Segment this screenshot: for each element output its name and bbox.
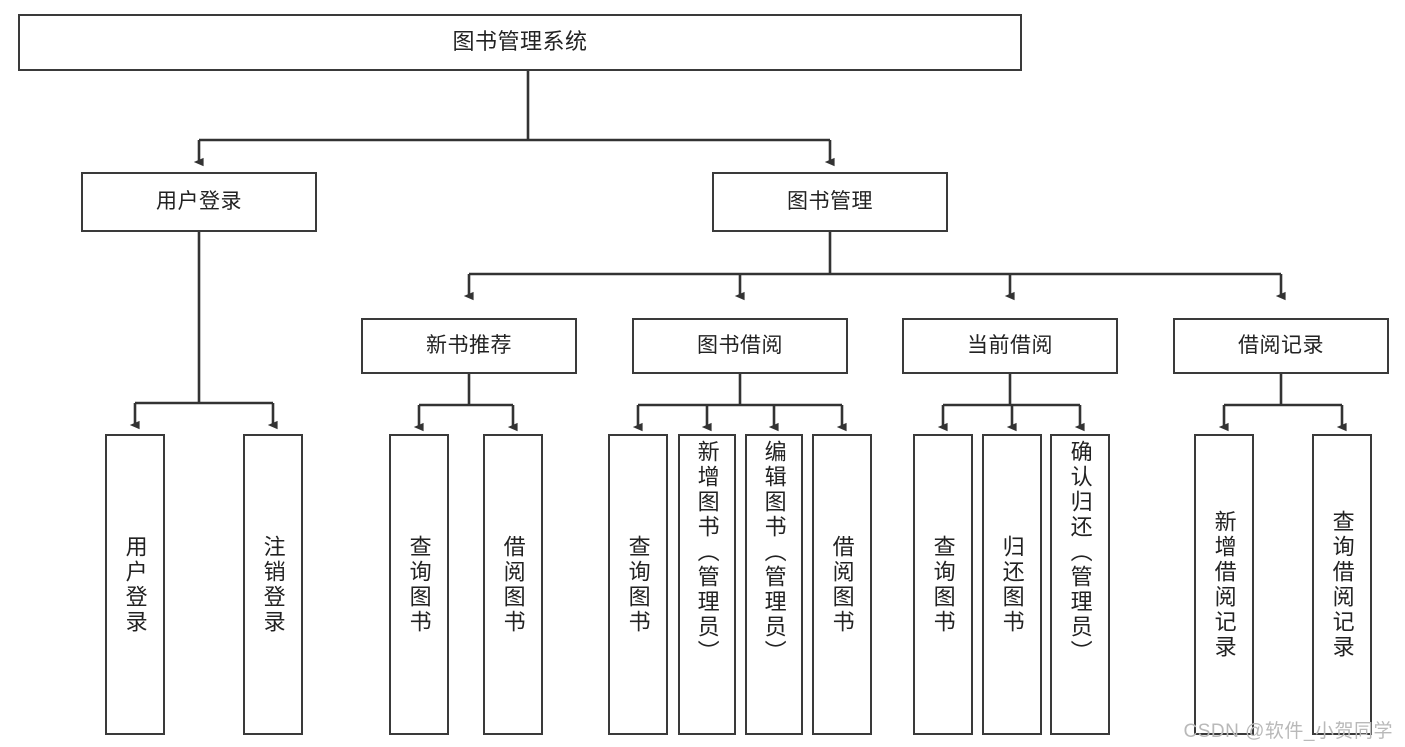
- node-new-book-recommend-label: 新书推荐: [426, 334, 512, 358]
- node-leaf-logout-label: 注销登录: [260, 534, 286, 635]
- node-book-manage[interactable]: 图书管理: [712, 172, 948, 232]
- node-borrow-record-label: 借阅记录: [1238, 334, 1324, 358]
- node-leaf-confirm-return[interactable]: 确认归还（管理员）: [1050, 434, 1110, 735]
- watermark-text: CSDN @软件_小贺同学: [1183, 721, 1393, 742]
- node-leaf-query-book-2-label: 查询图书: [625, 534, 651, 635]
- node-leaf-borrow-book-2-label: 借阅图书: [829, 534, 855, 635]
- node-leaf-add-record-label: 新增借阅记录: [1211, 509, 1237, 660]
- node-leaf-borrow-book-1[interactable]: 借阅图书: [483, 434, 543, 735]
- node-leaf-query-book-1[interactable]: 查询图书: [389, 434, 449, 735]
- node-current-borrow-label: 当前借阅: [967, 334, 1053, 358]
- node-new-book-recommend[interactable]: 新书推荐: [361, 318, 577, 374]
- node-root[interactable]: 图书管理系统: [18, 14, 1022, 71]
- node-leaf-return-book-label: 归还图书: [999, 534, 1025, 635]
- node-leaf-add-record[interactable]: 新增借阅记录: [1194, 434, 1254, 735]
- node-book-borrow-label: 图书借阅: [697, 334, 783, 358]
- node-leaf-add-book-label: 新增图书（管理员）: [694, 440, 720, 665]
- node-leaf-borrow-book-2[interactable]: 借阅图书: [812, 434, 872, 735]
- node-user-login[interactable]: 用户登录: [81, 172, 317, 232]
- node-leaf-user-login[interactable]: 用户登录: [105, 434, 165, 735]
- node-leaf-edit-book[interactable]: 编辑图书（管理员）: [745, 434, 803, 735]
- node-leaf-query-book-3[interactable]: 查询图书: [913, 434, 973, 735]
- node-user-login-label: 用户登录: [156, 190, 242, 214]
- node-leaf-borrow-book-1-label: 借阅图书: [500, 534, 526, 635]
- node-leaf-query-book-1-label: 查询图书: [406, 534, 432, 635]
- node-leaf-query-book-3-label: 查询图书: [930, 534, 956, 635]
- node-leaf-user-login-label: 用户登录: [122, 534, 148, 635]
- node-leaf-edit-book-label: 编辑图书（管理员）: [761, 440, 787, 665]
- node-leaf-query-record-label: 查询借阅记录: [1329, 509, 1355, 660]
- node-root-label: 图书管理系统: [452, 29, 588, 55]
- node-leaf-logout[interactable]: 注销登录: [243, 434, 303, 735]
- node-borrow-record[interactable]: 借阅记录: [1173, 318, 1389, 374]
- node-book-borrow[interactable]: 图书借阅: [632, 318, 848, 374]
- node-leaf-query-record[interactable]: 查询借阅记录: [1312, 434, 1372, 735]
- node-leaf-confirm-return-label: 确认归还（管理员）: [1067, 440, 1093, 665]
- node-current-borrow[interactable]: 当前借阅: [902, 318, 1118, 374]
- node-book-manage-label: 图书管理: [787, 190, 873, 214]
- node-leaf-return-book[interactable]: 归还图书: [982, 434, 1042, 735]
- node-leaf-query-book-2[interactable]: 查询图书: [608, 434, 668, 735]
- node-leaf-add-book[interactable]: 新增图书（管理员）: [678, 434, 736, 735]
